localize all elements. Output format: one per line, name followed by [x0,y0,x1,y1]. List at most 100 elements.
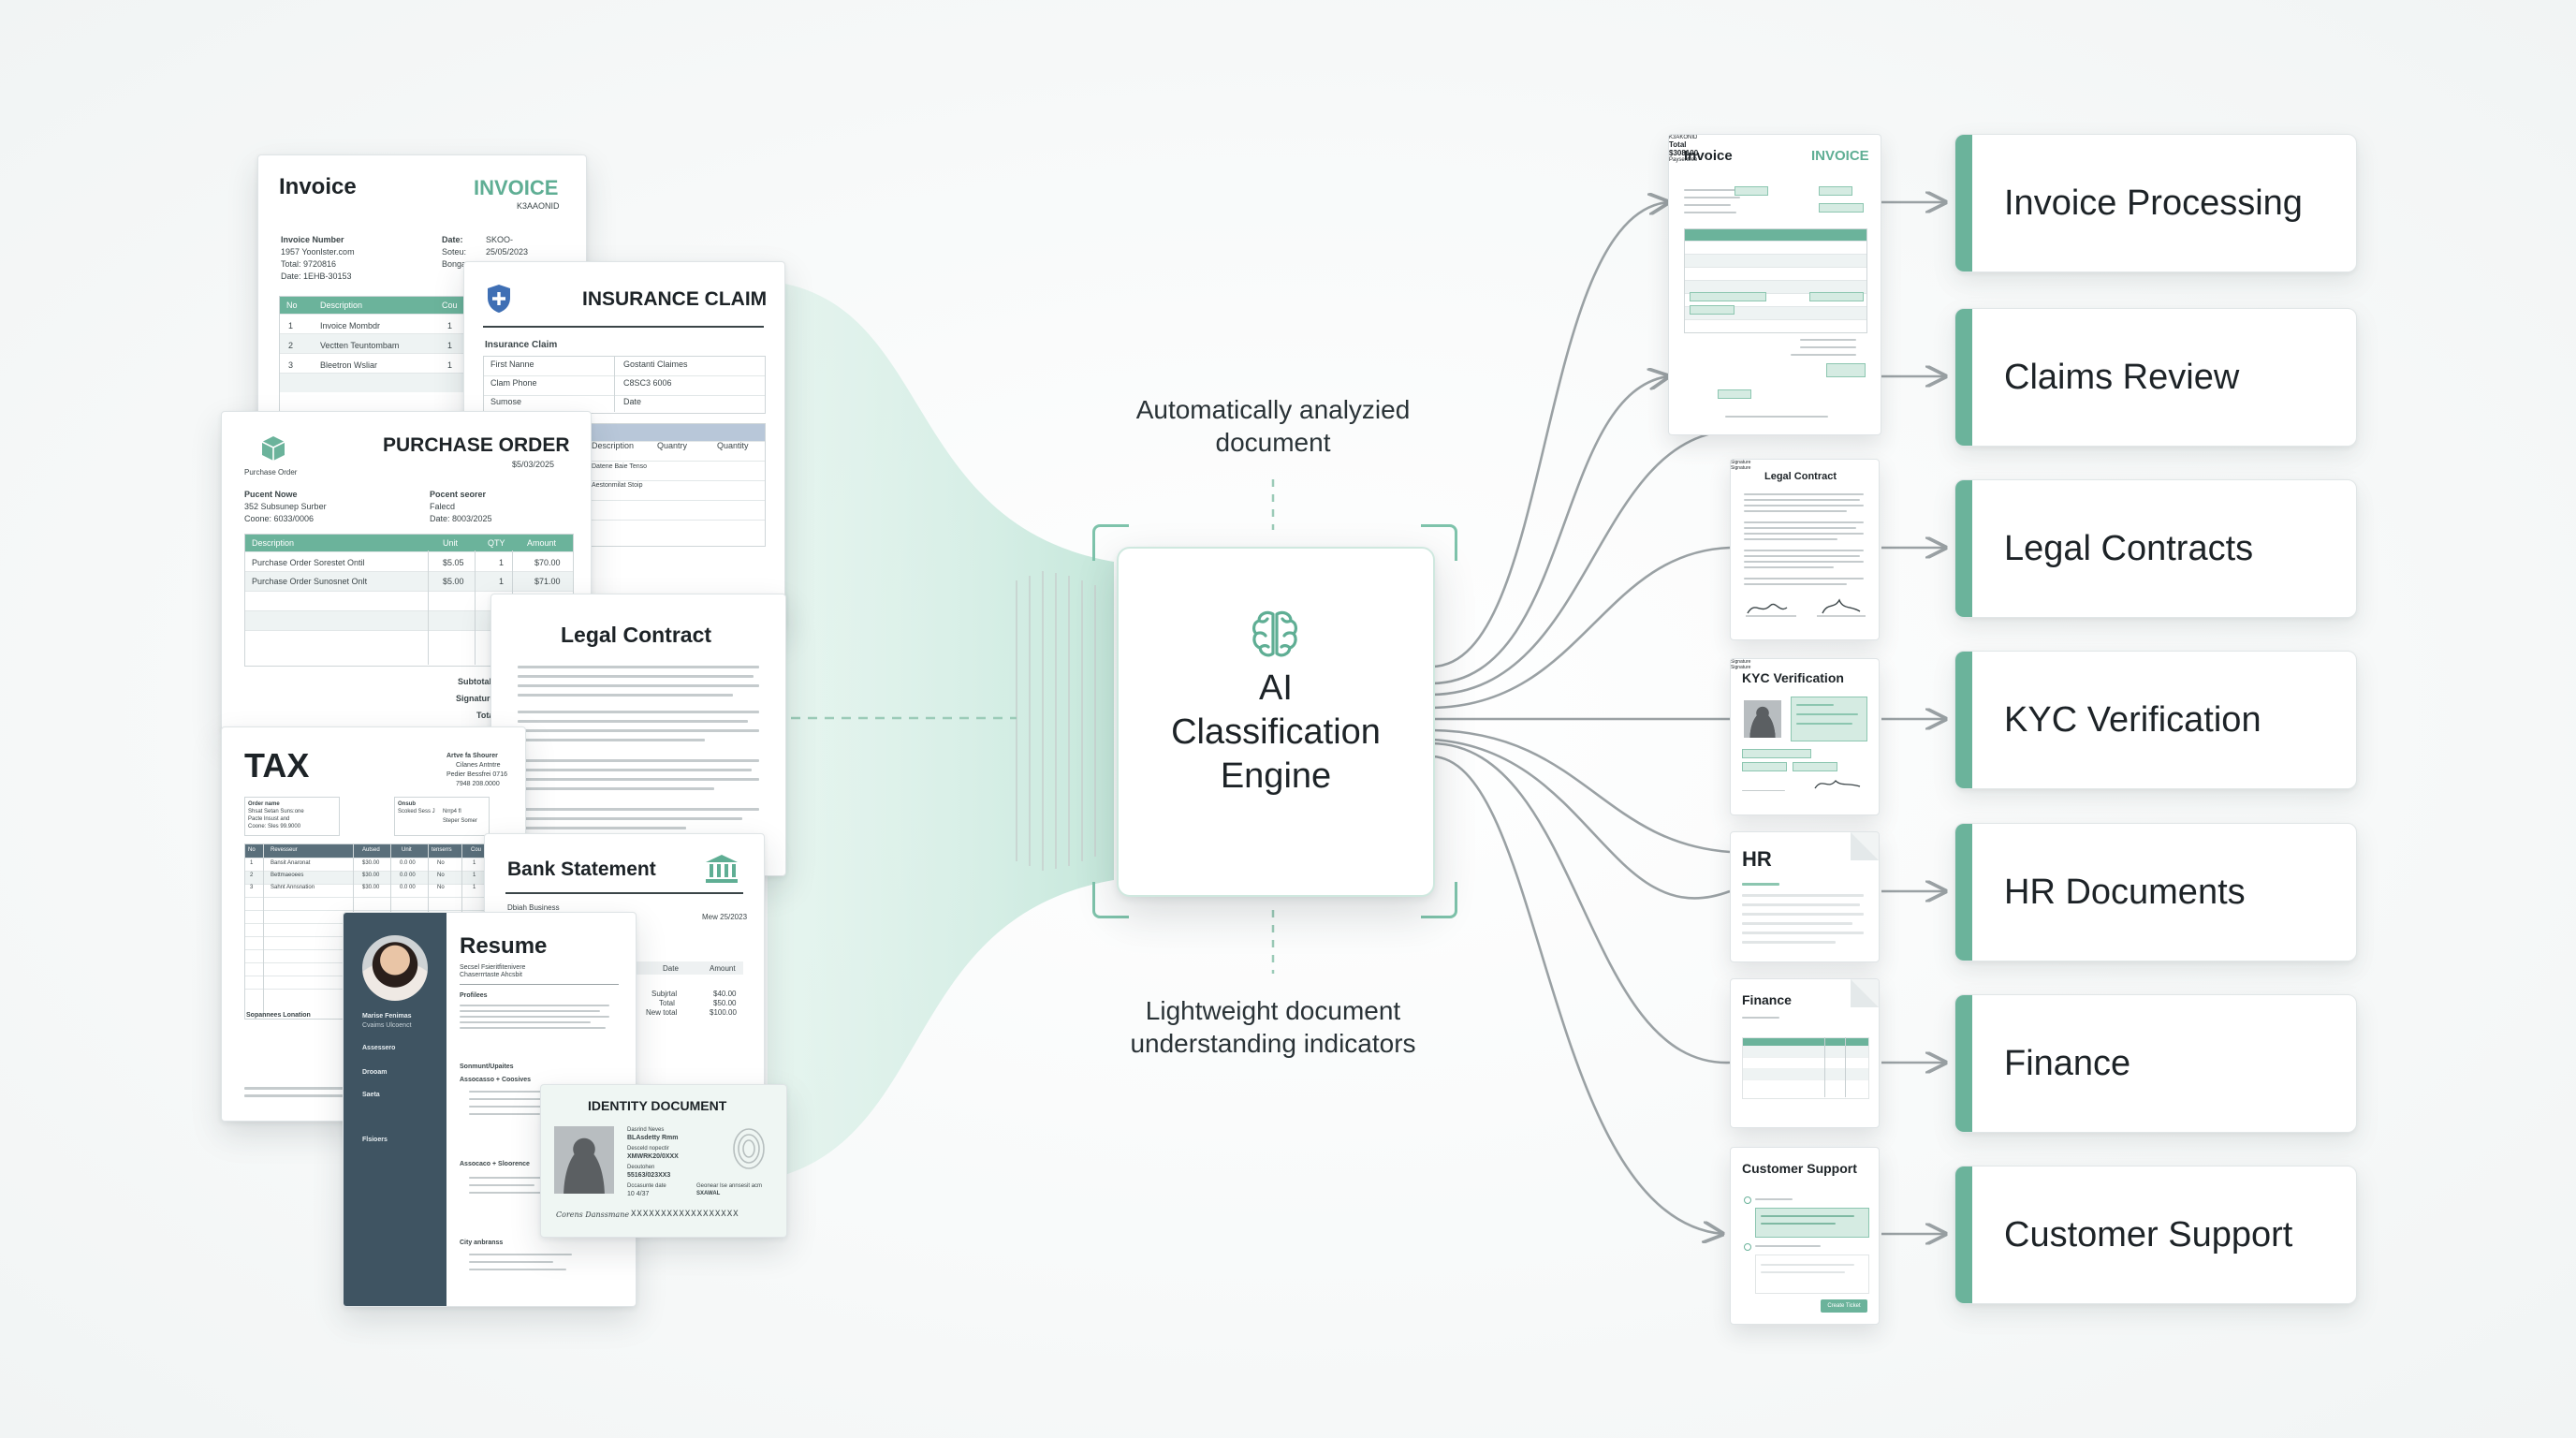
thumb-invoice-total-value: $308100 [1669,149,1699,157]
tax-box-left [244,797,340,836]
tax-row-2-desc: Sahnt Annsnation [271,885,315,890]
tax-box-right-2: Nrrp4 fl [443,809,461,814]
bank-total-1-k: Total [659,999,675,1007]
resume-subtitle: Secsel Fsieritfitenivere [460,964,526,971]
invoice-th-2: Cou [442,301,458,310]
bank-date: Mew 25/2023 [702,913,748,921]
thumb-invoice-pay: Paysentree [1669,157,1698,163]
po-left-meta-0: Pucent Nowe [244,490,298,499]
bottom-caption: Lightweight document understanding indic… [1130,996,1416,1058]
po-row-0-amt: $70.00 [534,558,561,567]
po-row-1-amt: $71.00 [534,577,561,586]
invoice-row-2-desc: Bleetron Wsliar [320,360,378,370]
category-label: Legal Contracts [2004,529,2254,568]
identity-sign-value: SXAWAL [696,1191,721,1196]
tax-th-3: Unit [402,847,412,853]
thumb-invoice-total-label: Total [1669,140,1687,149]
tax-box-right [394,797,490,836]
po-right-meta-2: Date: 8003/2025 [430,514,492,523]
fingerprint-icon [733,1128,765,1169]
ai-classification-engine: AI Classification Engine [1117,547,1435,897]
bracket-bottom-right [1421,882,1457,918]
po-row-1-desc: Purchase Order Sunosnet Onlt [252,577,368,586]
tax-address-1: Cilanes Antntre [456,762,501,769]
resume-subtitle2: Chaserrrtaste Ahcsbit [460,972,522,978]
resume-section-2: Sonmunt/Upaites [460,1064,514,1070]
insurance-field-2-v: Date [623,397,642,406]
po-doc-title: PURCHASE ORDER [383,434,570,456]
identity-photo [554,1126,614,1194]
resume-side-3: Drooam [362,1069,388,1076]
po-row-0-unit: $5.05 [443,558,464,567]
engine-title-line-3: Engine [1220,756,1332,796]
po-row-0-qty: 1 [499,558,505,567]
tax-address-2: Pedier Bessfrei 0716 [446,771,507,778]
thumb-support-button-label: Create Ticket [1827,1303,1861,1309]
legal-doc-title: Legal Contract [561,623,712,647]
identity-field-0-k: Dasrind Neves [627,1127,665,1133]
tax-th-2: Autsed [362,847,380,853]
thumb-kyc-sig-1: Signature [1731,665,1751,670]
invoice-th-1: Description [320,301,363,310]
engine-title-line-1: AI [1259,668,1293,708]
thumb-support-button[interactable]: Create Ticket [1821,1299,1867,1313]
po-left-meta-1: 352 Subsunep Surber [244,502,327,511]
tax-row-1-unit: 0.0 00 [400,873,416,878]
insurance-fields [483,356,766,414]
bank-total-0-k: Subjrtal [651,990,678,998]
insurance-doc-title: INSURANCE CLAIM [582,288,768,310]
bank-doc-title: Bank Statement [507,858,656,880]
category-customer-support[interactable]: Customer Support [1954,1166,2357,1304]
category-label: Finance [2004,1044,2131,1083]
tax-row-1-ten: No [437,873,445,878]
thumb-hr-fold [1851,832,1879,860]
bank-head-1: Amount [710,964,736,973]
tax-row-0-cou: 1 [473,860,476,866]
category-legal-contracts[interactable]: Legal Contracts [1954,479,2357,618]
category-claims-review[interactable]: Claims Review [1954,308,2357,447]
engine-connectors [1431,202,1731,1234]
thumb-legal-signature-mark [1746,598,1866,617]
bracket-top-left [1092,524,1129,561]
bank-icon [706,855,738,883]
insurance-section: Insurance Claim [485,340,558,350]
category-finance[interactable]: Finance [1954,994,2357,1133]
invoice-row-2-qty: 1 [447,360,453,370]
resume-photo [362,935,428,1001]
purchase-order-document: Purchase Order PURCHASE ORDER $5/03/2025… [221,411,592,731]
invoice-meta-0: Invoice Number [281,235,344,244]
category-hr-documents[interactable]: HR Documents [1954,823,2357,961]
shield-icon [488,285,510,313]
resume-side-1: Cvaims Ulcoenct [362,1022,412,1029]
thumb-invoice-badge: INVOICE [1811,148,1869,164]
resume-side-5: Flsioers [362,1137,388,1143]
category-kyc-verification[interactable]: KYC Verification [1954,651,2357,789]
tax-th-0: No [248,847,256,853]
invoice-doc-title: Invoice [279,174,357,199]
category-arrows [1881,202,1945,1234]
invoice-row-1-desc: Vectten Teuntombam [320,341,400,350]
po-th-3: Amount [527,538,557,548]
bank-total-0-v: $40.00 [713,990,737,998]
invoice-meta-val-0: SKOO- [486,235,514,244]
category-label: HR Documents [2004,873,2246,912]
invoice-th-0: No [286,301,298,310]
insurance-field-0-v: Gostanti Claimes [623,360,688,369]
tax-row-1-no: 2 [250,873,254,878]
identity-mrz: XXXXXXXXXXXXXXXXXX [631,1210,739,1219]
tax-row-2-ten: No [437,885,445,890]
tax-box-left-3: Coone: Sles 99.9000 [248,824,301,829]
thumb-legal-contract: Legal Contract Signature Signature [1730,459,1880,640]
resume-side-0: Marise Fenimas [362,1013,412,1020]
thumb-finance: Finance [1730,978,1880,1128]
po-row-0-desc: Purchase Order Sorestet Ontil [252,558,365,567]
brain-icon [1252,610,1297,657]
po-footer-2: Tota [476,711,494,720]
thumb-invoice-total-box [1826,363,1866,377]
thumb-finance-fold [1851,979,1879,1007]
identity-field-3-v: 10 4/37 [627,1191,650,1197]
resume-section-3: Assocasso + Coosives [460,1077,532,1083]
category-invoice-processing[interactable]: Invoice Processing [1954,134,2357,272]
insurance-grid-h2: Quantity [717,441,749,450]
tax-th-5: Cou [471,847,482,853]
